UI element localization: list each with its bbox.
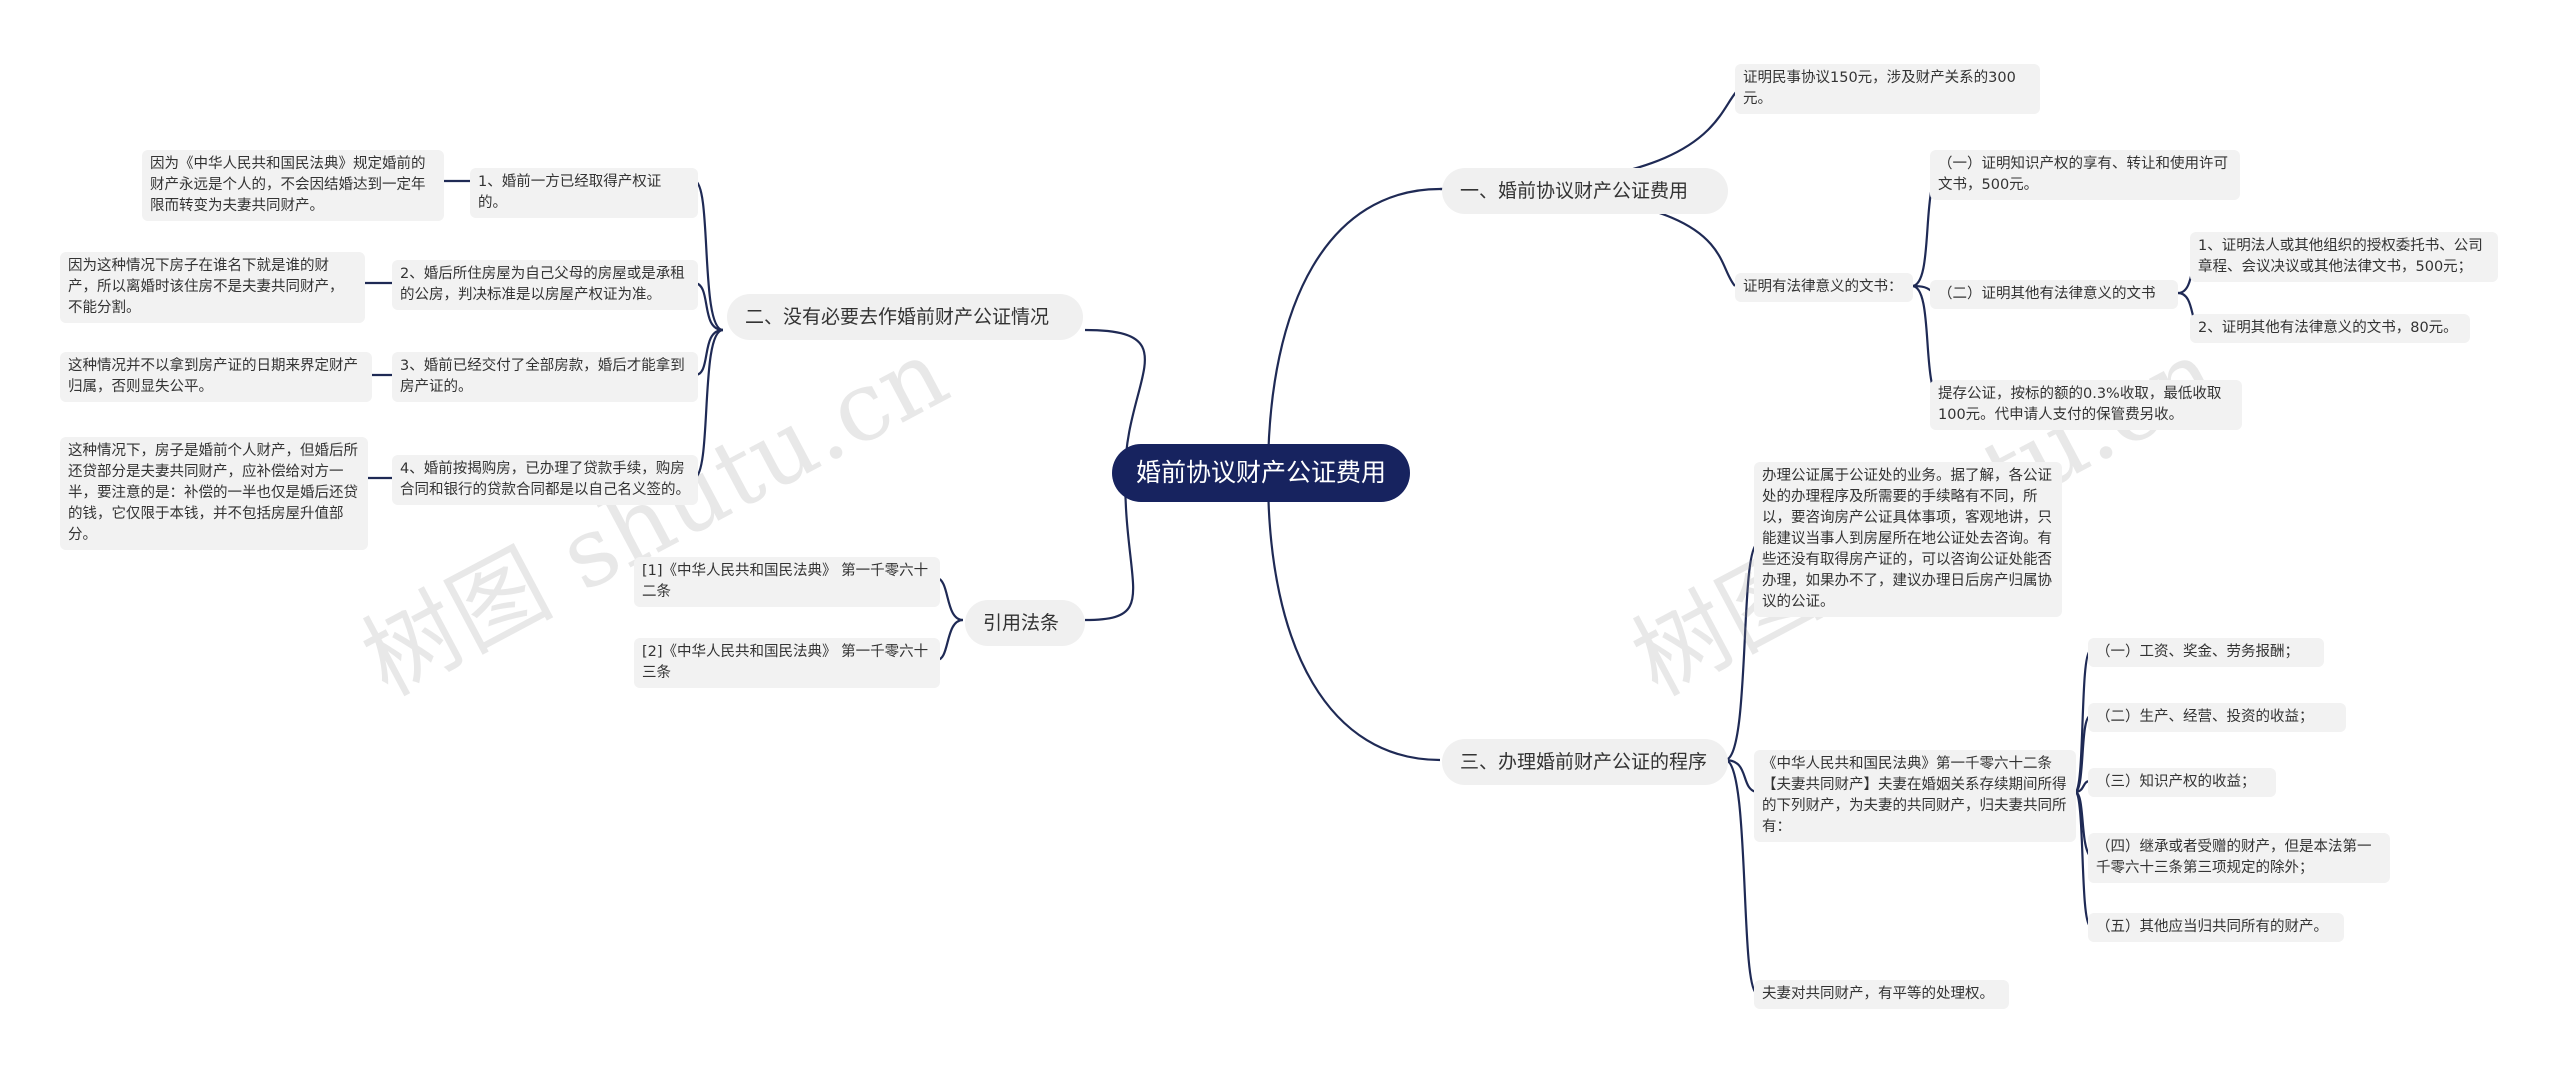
property-item[interactable]: （四）继承或者受赠的财产，但是本法第一千零六十三条第三项规定的除外； (2088, 833, 2390, 883)
case-note[interactable]: 这种情况下，房子是婚前个人财产，但婚后所还贷部分是夫妻共同财产，应补偿给对方一半… (60, 437, 368, 550)
case-note[interactable]: 因为这种情况下房子在谁名下就是谁的财产，所以离婚时该住房不是夫妻共同财产，不能分… (60, 252, 365, 323)
citation-item[interactable]: [1]《中华人民共和国民法典》 第一千零六十二条 (634, 557, 940, 607)
property-item[interactable]: （一）工资、奖金、劳务报酬； (2088, 638, 2324, 667)
branch-citations[interactable]: 引用法条 (965, 600, 1085, 646)
property-item[interactable]: （二）生产、经营、投资的收益； (2088, 703, 2346, 732)
fee-ip-docs[interactable]: （一）证明知识产权的享有、转让和使用许可文书，500元。 (1930, 150, 2240, 200)
case-label[interactable]: 3、婚前已经交付了全部房款，婚后才能拿到房产证的。 (392, 352, 698, 402)
procedure-article[interactable]: 《中华人民共和国民法典》第一千零六十二条【夫妻共同财产】夫妻在婚姻关系存续期间所… (1754, 750, 2076, 842)
branch-unnecessary[interactable]: 二、没有必要去作婚前财产公证情况 (727, 294, 1083, 340)
property-item[interactable]: （五）其他应当归共同所有的财产。 (2088, 913, 2344, 942)
property-item[interactable]: （三）知识产权的收益； (2088, 768, 2276, 797)
fee-authorization-docs[interactable]: 1、证明法人或其他组织的授权委托书、公司章程、会议决议或其他法律文书，500元； (2190, 232, 2498, 282)
branch-procedure[interactable]: 三、办理婚前财产公证的程序 (1442, 739, 1728, 785)
procedure-intro[interactable]: 办理公证属于公证处的业务。据了解，各公证处的办理程序及所需要的手续略有不同，所以… (1754, 462, 2062, 617)
root-node[interactable]: 婚前协议财产公证费用 (1112, 444, 1411, 502)
fee-civil-note[interactable]: 证明民事协议150元，涉及财产关系的300元。 (1735, 64, 2040, 114)
fee-legal-docs[interactable]: 证明有法律意义的文书： (1735, 273, 1913, 302)
case-label[interactable]: 4、婚前按揭购房，已办理了贷款手续，购房合同和银行的贷款合同都是以自己名义签的。 (392, 455, 698, 505)
fee-other-docs[interactable]: （二）证明其他有法律意义的文书 (1930, 280, 2178, 309)
procedure-equal-rights[interactable]: 夫妻对共同财产，有平等的处理权。 (1754, 980, 2009, 1009)
branch-fee[interactable]: 一、婚前协议财产公证费用 (1442, 168, 1728, 214)
case-note[interactable]: 这种情况并不以拿到房产证的日期来界定财产归属，否则显失公平。 (60, 352, 372, 402)
fee-general-docs[interactable]: 2、证明其他有法律意义的文书，80元。 (2190, 314, 2470, 343)
fee-deposit-note[interactable]: 提存公证，按标的额的0.3%收取，最低收取100元。代申请人支付的保管费另收。 (1930, 380, 2242, 430)
case-label[interactable]: 2、婚后所住房屋为自己父母的房屋或是承租的公房，判决标准是以房屋产权证为准。 (392, 260, 698, 310)
citation-item[interactable]: [2]《中华人民共和国民法典》 第一千零六十三条 (634, 638, 940, 688)
case-note[interactable]: 因为《中华人民共和国民法典》规定婚前的财产永远是个人的，不会因结婚达到一定年限而… (142, 150, 444, 221)
case-label[interactable]: 1、婚前一方已经取得产权证的。 (470, 168, 698, 218)
